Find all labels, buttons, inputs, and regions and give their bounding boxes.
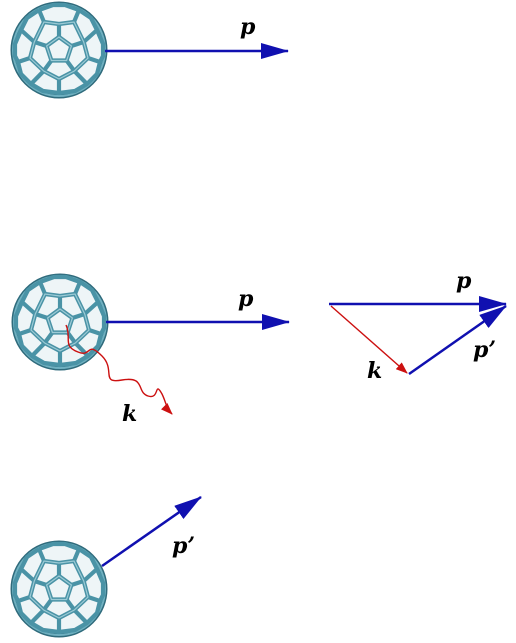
triangle-p-prime-arrow [408, 304, 507, 376]
momentum-p-prime-arrow [101, 495, 202, 568]
photon-k-label: k [122, 401, 137, 427]
momentum-p-label: p [238, 286, 254, 312]
momentum-p-label: p [240, 14, 256, 40]
panel-2: p k [14, 276, 290, 427]
c60-fullerene-icon [13, 4, 105, 96]
triangle-p-label: p [456, 268, 472, 294]
triangle-k-arrow [330, 305, 408, 374]
vector-triangle: p k p’ [329, 268, 507, 384]
triangle-p-prime-label: p’ [473, 337, 496, 363]
c60-fullerene-icon [13, 543, 105, 635]
panel-1: p [13, 4, 289, 96]
photon-k-wave [65, 324, 173, 415]
momentum-p-prime-label: p’ [172, 533, 195, 559]
triangle-k-label: k [367, 358, 382, 384]
panel-3: p’ [13, 495, 202, 635]
c60-fullerene-icon [14, 276, 106, 368]
